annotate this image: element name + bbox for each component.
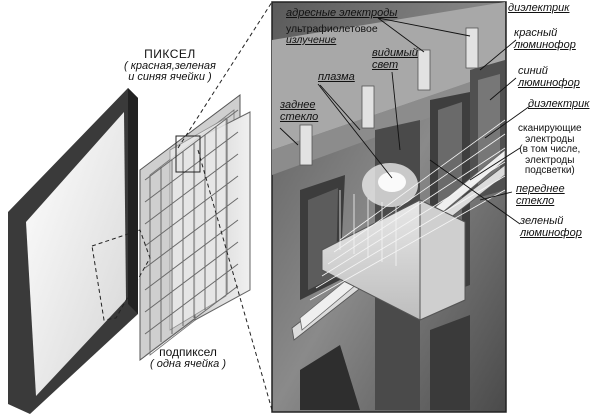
plasma-label: плазма: [318, 71, 355, 83]
red-phosphor-line1: красный: [514, 27, 558, 39]
leader-lines: [279, 17, 531, 225]
blue-phosphor-line2: люминофор: [518, 76, 580, 89]
scan-electrodes-line3: (в том числе,: [519, 144, 581, 155]
red-phosphor-line2: люминофор: [514, 38, 576, 51]
wire-line: [321, 161, 506, 277]
wire-line: [315, 175, 506, 289]
uv-label-line1: ультрафиолетовое: [286, 23, 378, 35]
wire-line: [339, 119, 506, 241]
blue-phosphor-line1: синий: [518, 65, 548, 77]
visible-light-line2: свет: [372, 58, 399, 71]
front-glass-line1: переднее: [516, 183, 565, 195]
scan-electrodes-label: сканирующие электроды (в том числе, элек…: [518, 123, 582, 177]
address-electrodes-label: адресные электроды: [286, 7, 398, 19]
pixel-label: ПИКСЕЛ ( красная,зеленая и синяя ячейки …: [124, 48, 216, 84]
subpixel-label: подпиксел ( одна ячейка ): [150, 346, 226, 370]
pixel-label-line3: и синяя ячейки ): [128, 71, 212, 84]
visible-light-line1: видимый: [372, 47, 418, 59]
front-glass-label: переднее стекло: [516, 183, 565, 207]
rear-glass-label: заднее стекло: [280, 99, 319, 123]
electrode-wireframe: [309, 119, 506, 301]
blue-phosphor-label: синий люминофор: [518, 65, 580, 89]
uv-label-line2: излучение: [286, 34, 337, 47]
uv-label: ультрафиолетовое излучение: [286, 23, 378, 47]
wire-line: [333, 133, 506, 253]
green-phosphor-line1: зеленый: [520, 215, 564, 227]
scan-electrodes-line1: сканирующие: [518, 123, 582, 134]
visible-light-label: видимый свет: [372, 47, 418, 71]
red-phosphor-label: красный люминофор: [514, 27, 576, 51]
subpixel-label-line2: ( одна ячейка ): [150, 357, 226, 370]
pixel-label-line1: ПИКСЕЛ: [144, 47, 196, 61]
green-phosphor-label: зеленый люминофор: [520, 215, 582, 239]
front-glass-line2: стекло: [516, 194, 555, 207]
rear-glass-line2: стекло: [280, 110, 319, 123]
dielectric-mid-label: диэлектрик: [528, 98, 590, 110]
display-panel: [8, 88, 138, 414]
wire-line: [327, 147, 506, 265]
grid-line: [144, 285, 239, 357]
subpixel-label-line1: подпиксел: [159, 345, 217, 359]
callout-lines: [91, 1, 273, 411]
wire-line: [309, 189, 506, 301]
pixel-label-line2: ( красная,зеленая: [124, 59, 216, 72]
scan-electrodes-line2: электроды: [525, 133, 575, 145]
exploded-layers: [139, 94, 251, 361]
green-phosphor-line2: люминофор: [520, 226, 582, 239]
rear-glass-line1: заднее: [280, 99, 316, 111]
scan-electrodes-line4: электроды: [525, 154, 575, 166]
dielectric-top-label: диэлектрик: [508, 2, 570, 14]
scan-electrodes-line5: подсветки): [524, 165, 575, 176]
